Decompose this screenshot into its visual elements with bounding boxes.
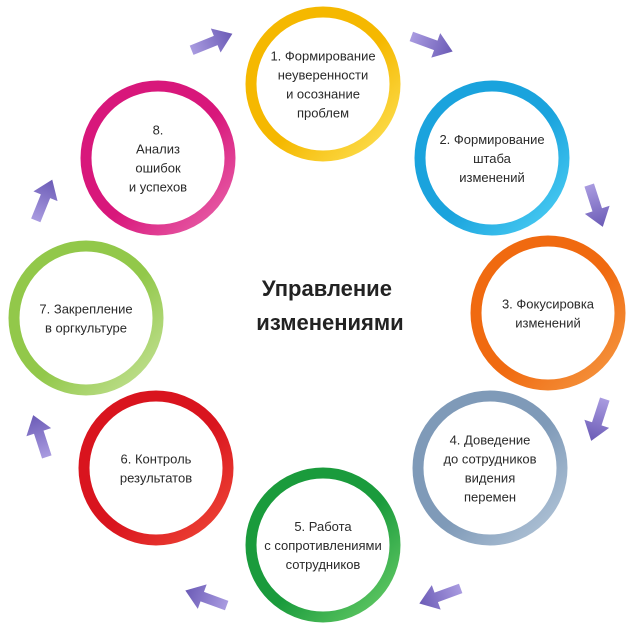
arrow-icon-7 (31, 179, 58, 223)
stage-8-label: 8. Анализ ошибок и успехов (129, 123, 187, 195)
stage-5-label-line-3: сотрудников (286, 557, 361, 572)
center-title-line-2: изменениями (256, 310, 403, 335)
stage-4-ring (412, 390, 568, 546)
stage-4-label-line-2: до сотрудников (443, 452, 536, 467)
stage-6-label: 6. Контроль результатов (120, 452, 192, 486)
stage-1-ring (245, 6, 401, 162)
stage-5-label-line-1: 5. Работа (294, 519, 352, 534)
stage-2-label-line-2: штаба (473, 151, 512, 166)
stage-8-label-line-4: и успехов (129, 180, 187, 195)
arrow-icon-4 (419, 583, 463, 610)
stage-1: 1. Формирование неуверенности и осознание п… (245, 6, 401, 162)
arrow-icon-6 (26, 415, 52, 459)
stage-8-label-line-2: Анализ (136, 142, 180, 157)
stage-6: 6. Контроль результатов (78, 390, 234, 546)
stage-4-label: 4. Доведение до сотрудников видения перемен (443, 433, 536, 505)
stage-1-label-line-3: и осознание (286, 87, 360, 102)
stage-rings: 1. Формирование неуверенности и осознание п… (8, 6, 626, 623)
stage-8-label-line-3: ошибок (135, 161, 181, 176)
arrow-icon-5 (185, 584, 229, 611)
stage-7-label-line-2: в оргкультуре (45, 321, 127, 336)
stage-1-label-line-4: проблем (297, 106, 349, 121)
arrow-icon-2 (584, 183, 610, 227)
stage-5-label-line-2: с сопротивлениями (264, 538, 382, 553)
stage-5-label: 5. Работа с сопротивлениями сотрудников (264, 519, 382, 572)
arrow-icon-1 (409, 31, 453, 58)
stage-8-label-line-1: 8. (153, 123, 164, 138)
stage-8: 8. Анализ ошибок и успехов (80, 80, 236, 236)
stage-3-label: 3. Фокусировка изменений (502, 297, 595, 331)
stage-2-label: 2. Формирование штаба изменений (439, 132, 544, 185)
stage-2: 2. Формирование штаба изменений (414, 80, 570, 236)
stage-5: 5. Работа с сопротивлениями сотрудников (245, 467, 401, 623)
stage-1-label: 1. Формирование неуверенности и осознание п… (270, 49, 375, 121)
stage-6-ring (78, 390, 234, 546)
stage-7-label: 7. Закрепление в оргкультуре (39, 302, 132, 336)
arrow-icon-3 (584, 397, 610, 441)
stage-3-label-line-2: изменений (515, 316, 581, 331)
stage-2-ring (414, 80, 570, 236)
stage-5-ring (245, 467, 401, 623)
cycle-arrows (26, 28, 610, 611)
stage-1-label-line-2: неуверенности (278, 68, 369, 83)
stage-4-label-line-4: перемен (464, 490, 516, 505)
stage-3-label-line-1: 3. Фокусировка (502, 297, 595, 312)
stage-4-label-line-1: 4. Доведение (450, 433, 531, 448)
stage-6-label-line-2: результатов (120, 471, 192, 486)
stage-3: 3. Фокусировка изменений (470, 235, 626, 391)
stage-7: 7. Закрепление в оргкультуре (8, 240, 164, 396)
stage-6-label-line-1: 6. Контроль (121, 452, 192, 467)
stage-1-label-line-1: 1. Формирование (270, 49, 375, 64)
stage-4-label-line-3: видения (465, 471, 515, 486)
arrow-icon-8 (189, 28, 233, 55)
center-title: Управление изменениями (256, 276, 403, 335)
center-title-line-1: Управление (262, 276, 392, 301)
stage-3-ring (470, 235, 626, 391)
stage-8-ring (80, 80, 236, 236)
stage-4: 4. Доведение до сотрудников видения перемен (412, 390, 568, 546)
stage-7-label-line-1: 7. Закрепление (39, 302, 132, 317)
stage-2-label-line-3: изменений (459, 170, 525, 185)
stage-7-ring (8, 240, 164, 396)
stage-2-label-line-1: 2. Формирование (439, 132, 544, 147)
